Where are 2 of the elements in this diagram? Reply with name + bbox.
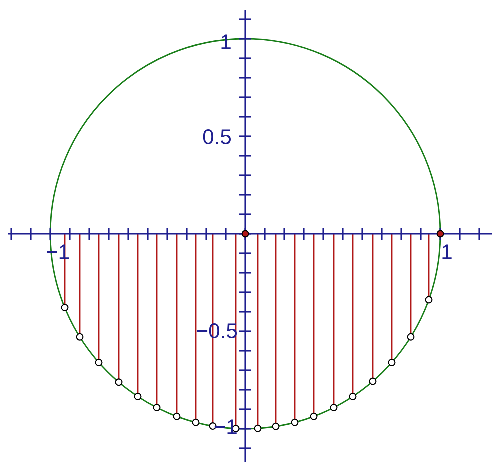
axis-label: 1 [442, 244, 452, 260]
axis-label: 0.5 [203, 130, 231, 144]
